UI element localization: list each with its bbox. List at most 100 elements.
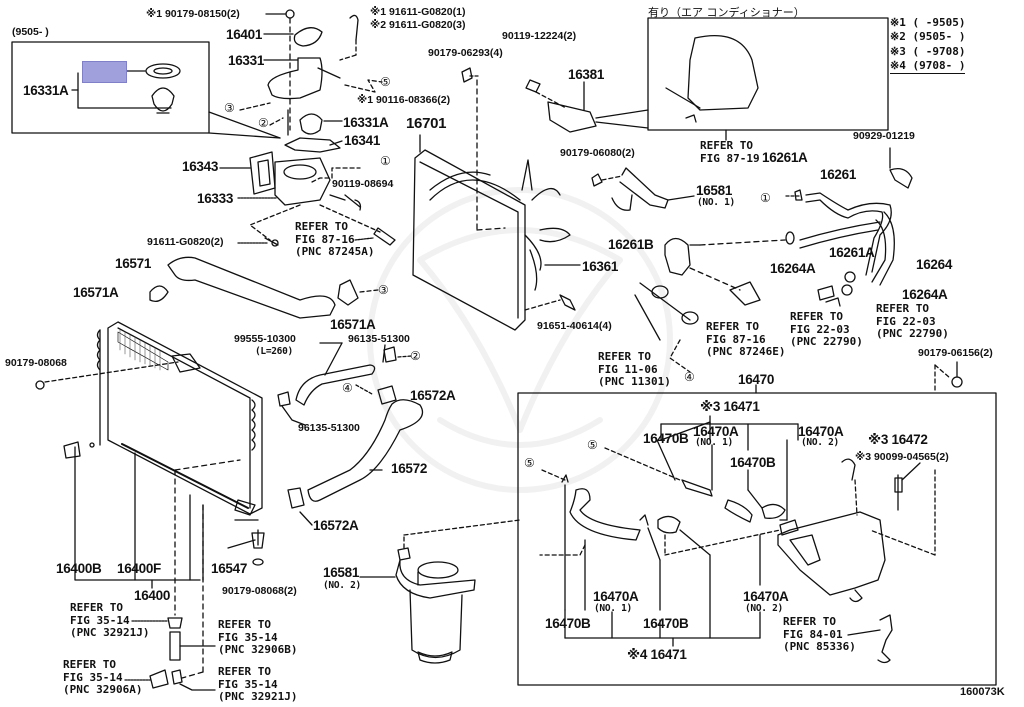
legend-row-3: ※3 ( -9708) bbox=[890, 45, 965, 59]
ref-line: FIG 87-16 bbox=[295, 232, 355, 246]
part-16472[interactable]: ※3 16472 bbox=[868, 432, 928, 447]
part-16470B-c[interactable]: 16470B bbox=[545, 616, 591, 631]
part-16571A-left[interactable]: 16571A bbox=[73, 285, 119, 300]
part-16261A-top[interactable]: 16261A bbox=[762, 150, 808, 165]
part-90116-08366[interactable]: ※1 90116-08366(2) bbox=[357, 94, 451, 106]
part-16470A-no1-bottom[interactable]: 16470A bbox=[593, 589, 639, 604]
part-90179-08068[interactable]: 90179-08068 bbox=[5, 357, 67, 369]
part-91651-40614[interactable]: 91651-40614(4) bbox=[537, 320, 612, 332]
part-16701[interactable]: 16701 bbox=[406, 115, 447, 132]
ref-fig-35-14-c[interactable]: REFER TO FIG 35-14 (PNC 32906A) bbox=[63, 658, 143, 697]
connector-3-top: ③ bbox=[224, 101, 235, 115]
radiator-callout-lines bbox=[74, 446, 259, 691]
part-16581-no1[interactable]: 16581 bbox=[696, 183, 733, 198]
part-16361[interactable]: 16361 bbox=[582, 259, 619, 274]
part-16400[interactable]: 16400 bbox=[134, 588, 171, 603]
part-16470A-no2-bottom[interactable]: 16470A bbox=[743, 589, 789, 604]
part-16470A-no1-top[interactable]: 16470A bbox=[693, 424, 739, 439]
connector-1-right: ① bbox=[760, 191, 771, 205]
part-90179-08068-2[interactable]: 90179-08068(2) bbox=[222, 585, 297, 597]
part-16471-top[interactable]: ※3 16471 bbox=[700, 399, 760, 414]
part-91611-G0820-2[interactable]: 91611-G0820(2) bbox=[147, 236, 224, 248]
ref-fig-35-14-d[interactable]: REFER TO FIG 35-14 (PNC 32921J) bbox=[218, 665, 297, 704]
part-90119-08694[interactable]: 90119-08694 bbox=[332, 178, 394, 190]
part-16261A-mid[interactable]: 16261A bbox=[829, 245, 875, 260]
part-16470A-no2-top[interactable]: 16470A bbox=[798, 424, 844, 439]
part-16264[interactable]: 16264 bbox=[916, 257, 953, 272]
connector-4-right: ④ bbox=[684, 370, 695, 384]
part-16343[interactable]: 16343 bbox=[182, 159, 219, 174]
ref-fig-22-03-a[interactable]: REFER TO FIG 22-03 (PNC 22790) bbox=[790, 310, 863, 349]
part-16471-bottom[interactable]: ※4 16471 bbox=[627, 647, 687, 662]
part-16331A[interactable]: 16331A bbox=[343, 115, 389, 130]
ref-fig-87-16-b[interactable]: REFER TO FIG 87-16 (PNC 87246E) bbox=[706, 320, 785, 359]
legend-mark: ※3 bbox=[890, 44, 906, 58]
ref-fig-35-14-a[interactable]: REFER TO FIG 35-14 (PNC 32921J) bbox=[70, 601, 149, 640]
part-90099-04565[interactable]: ※3 90099-04565(2) bbox=[855, 451, 949, 463]
part-90179-06080[interactable]: 90179-06080(2) bbox=[560, 147, 635, 159]
part-16470B-b[interactable]: 16470B bbox=[730, 455, 776, 470]
part-91611-G0820-1[interactable]: ※1 91611-G0820(1) bbox=[370, 6, 466, 18]
part-16572A-bottom[interactable]: 16572A bbox=[313, 518, 359, 533]
part-90179-08150[interactable]: ※1 90179-08150(2) bbox=[146, 8, 240, 20]
ref-line: REFER TO bbox=[876, 302, 929, 315]
part-16381[interactable]: 16381 bbox=[568, 67, 605, 82]
part-16572[interactable]: 16572 bbox=[391, 461, 428, 476]
part-90929-01219[interactable]: 90929-01219 bbox=[853, 130, 915, 142]
ref-fig-11-06[interactable]: REFER TO FIG 11-06 (PNC 11301) bbox=[598, 350, 671, 389]
part-16400F[interactable]: 16400F bbox=[117, 561, 161, 576]
part-16331[interactable]: 16331 bbox=[228, 53, 265, 68]
part-16581-no2[interactable]: 16581 bbox=[323, 565, 360, 580]
part-91611-G0820-3[interactable]: ※2 91611-G0820(3) bbox=[370, 19, 466, 31]
ref-pnc: (PNC 32906A) bbox=[63, 683, 143, 697]
part-16261[interactable]: 16261 bbox=[820, 167, 857, 182]
ref-fig-35-14-b[interactable]: REFER TO FIG 35-14 (PNC 32906B) bbox=[218, 618, 297, 657]
ref-fig-87-16-a[interactable]: REFER TO FIG 87-16 (PNC 87245A) bbox=[295, 220, 374, 259]
ref-line: REFER TO bbox=[70, 601, 123, 614]
lower-radiator-hose bbox=[287, 384, 424, 526]
part-16264A-right[interactable]: 16264A bbox=[902, 287, 948, 302]
part-16547[interactable]: 16547 bbox=[211, 561, 248, 576]
reservoir-no2 bbox=[359, 519, 521, 664]
part-16571A-right[interactable]: 16571A bbox=[330, 317, 376, 332]
thermostat-inset-frame bbox=[11, 41, 281, 139]
part-16341[interactable]: 16341 bbox=[344, 133, 381, 148]
ref-line: FIG 87-19 bbox=[700, 151, 760, 165]
ref-line: FIG 35-14 bbox=[70, 613, 130, 627]
part-highlight[interactable] bbox=[82, 61, 127, 83]
part-96135-51300-top[interactable]: 96135-51300 bbox=[348, 333, 410, 345]
part-16470B-a[interactable]: 16470B bbox=[643, 431, 689, 446]
connector-1-top: ① bbox=[380, 154, 391, 168]
connector-2-right: ② bbox=[410, 349, 421, 363]
part-16264A-left[interactable]: 16264A bbox=[770, 261, 816, 276]
part-16581-no2-sub: (NO. 2) bbox=[323, 580, 361, 591]
part-96135-51300-bottom[interactable]: 96135-51300 bbox=[298, 422, 360, 434]
ref-fig-87-19[interactable]: REFER TO FIG 87-19 bbox=[700, 139, 760, 165]
part-16401[interactable]: 16401 bbox=[226, 27, 263, 42]
bracket-group bbox=[461, 17, 889, 141]
part-16470B-d[interactable]: 16470B bbox=[643, 616, 689, 631]
part-16261B[interactable]: 16261B bbox=[608, 237, 654, 252]
part-16571[interactable]: 16571 bbox=[115, 256, 152, 271]
ref-line: FIG 35-14 bbox=[218, 630, 278, 644]
ref-line: FIG 87-16 bbox=[706, 332, 766, 346]
ref-fig-22-03-b[interactable]: REFER TO FIG 22-03 (PNC 22790) bbox=[876, 302, 949, 341]
watermark-emblem bbox=[367, 187, 673, 493]
part-90119-12224[interactable]: 90119-12224(2) bbox=[502, 30, 577, 42]
part-16400B[interactable]: 16400B bbox=[56, 561, 102, 576]
part-90179-06156[interactable]: 90179-06156(2) bbox=[918, 347, 993, 359]
part-90179-06293[interactable]: 90179-06293(4) bbox=[428, 47, 503, 59]
connector-3-right: ③ bbox=[378, 283, 389, 297]
connector-5-inset-a: ⑤ bbox=[587, 438, 598, 452]
reservoir-inset-frame bbox=[517, 361, 997, 686]
ref-line: REFER TO bbox=[218, 665, 271, 678]
ref-fig-84-01[interactable]: REFER TO FIG 84-01 (PNC 85336) bbox=[783, 615, 856, 654]
part-16572A-top[interactable]: 16572A bbox=[410, 388, 456, 403]
part-16470[interactable]: 16470 bbox=[738, 372, 775, 387]
part-16333[interactable]: 16333 bbox=[197, 191, 234, 206]
part-16331A-inset[interactable]: 16331A bbox=[23, 83, 69, 98]
ref-line: FIG 11-06 bbox=[598, 362, 658, 376]
part-99555-10300[interactable]: 99555-10300 bbox=[234, 333, 296, 345]
